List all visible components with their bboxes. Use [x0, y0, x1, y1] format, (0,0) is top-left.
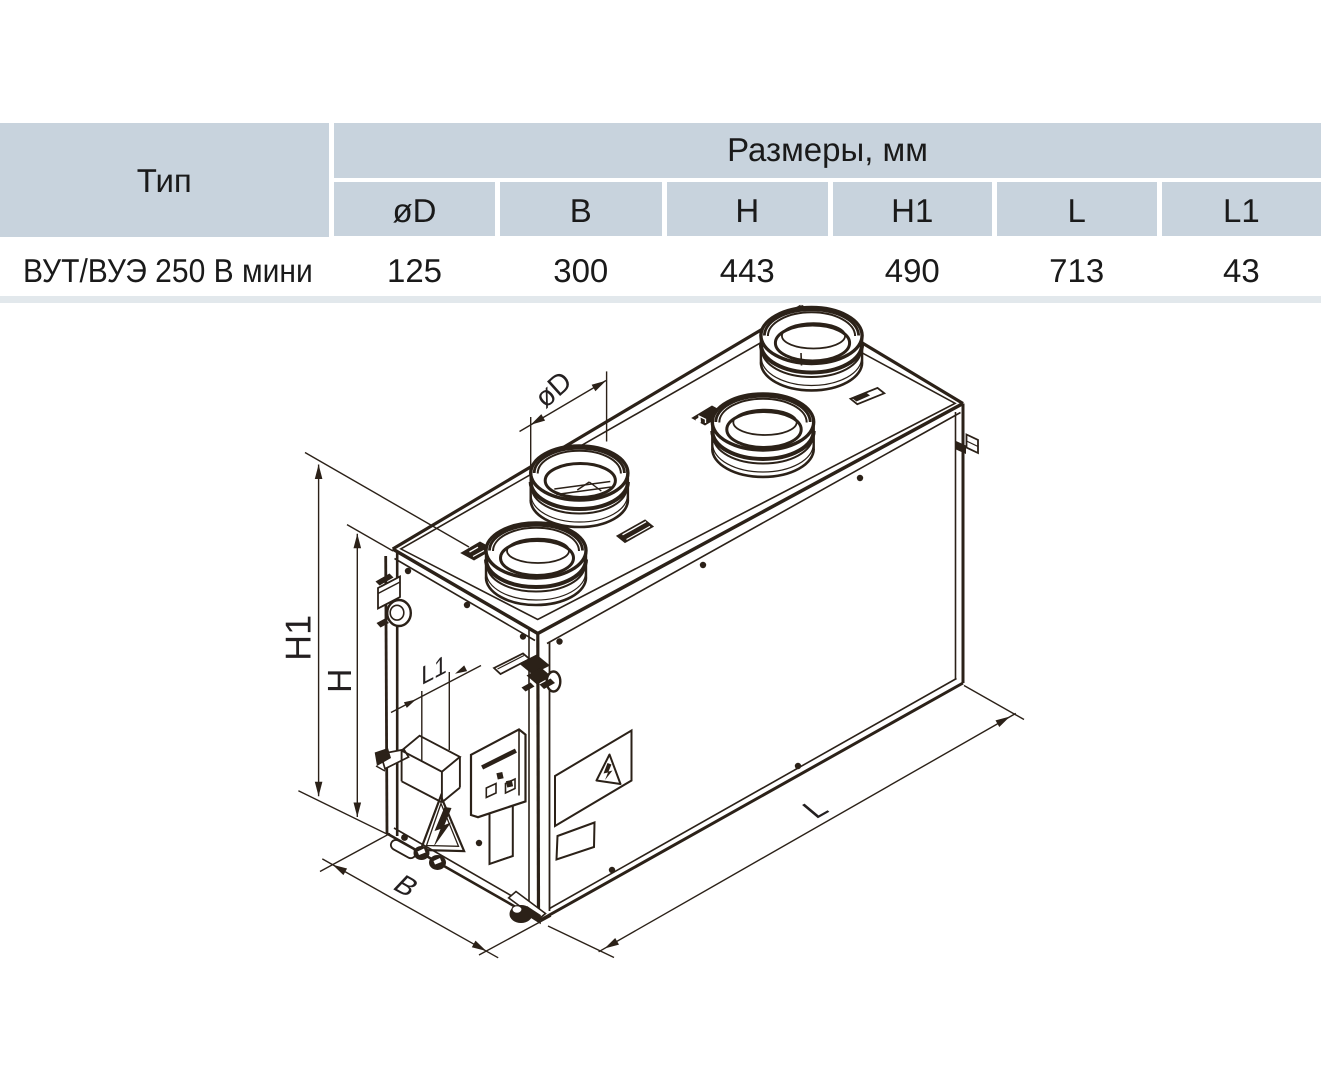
svg-text:H: H [322, 669, 359, 693]
svg-text:øD: øD [529, 365, 579, 414]
svg-text:H1: H1 [278, 615, 319, 661]
